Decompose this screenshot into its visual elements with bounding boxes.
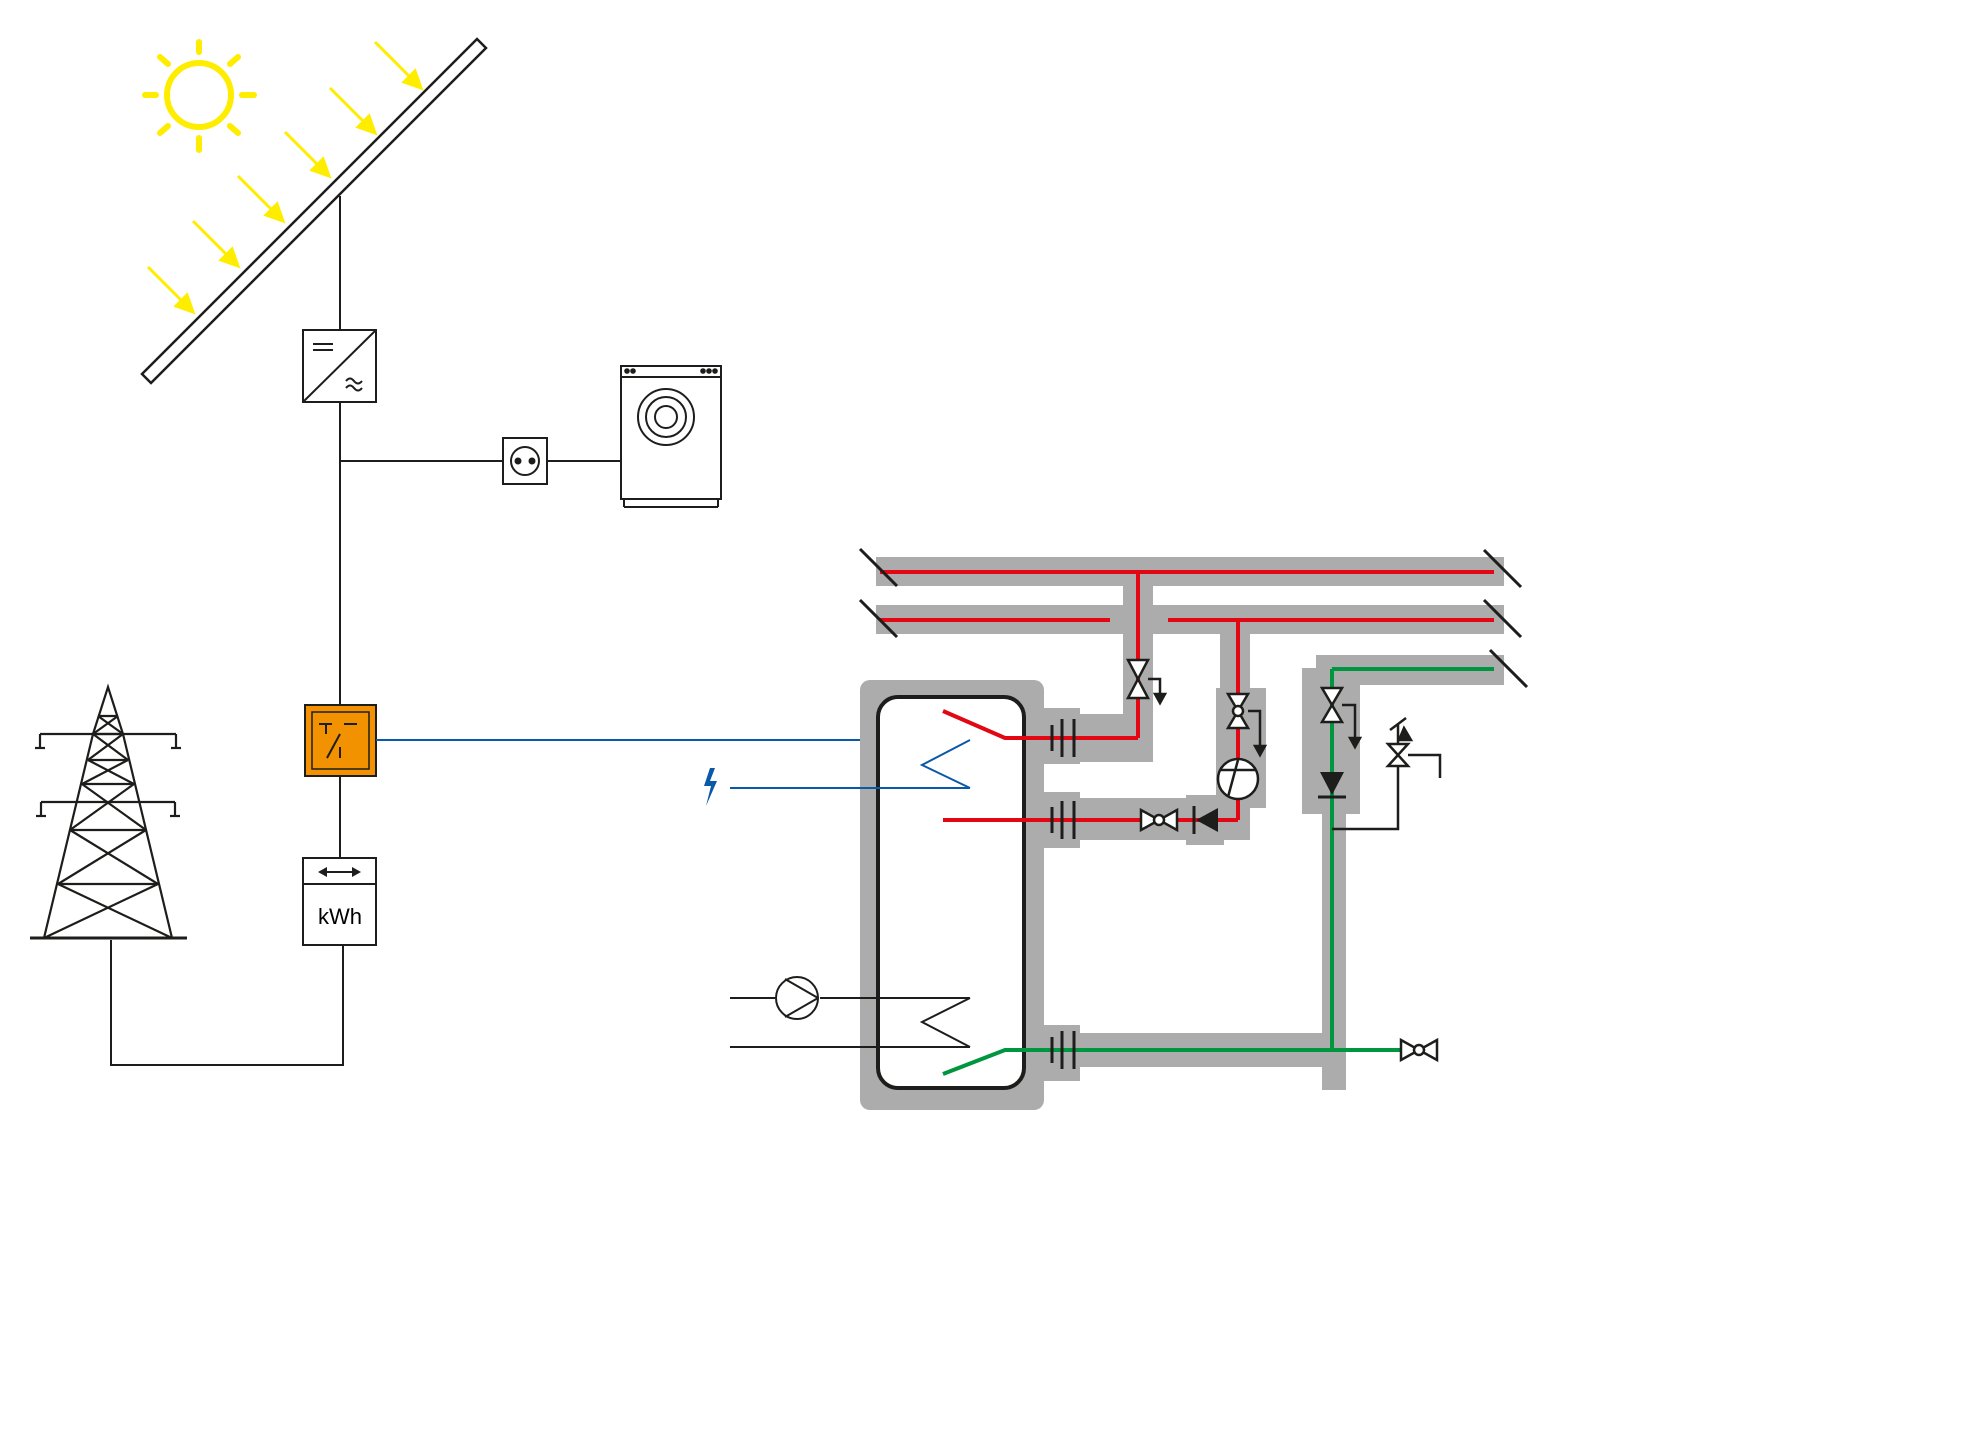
bidirectional-meter-icon: kWh bbox=[302, 857, 377, 946]
drain-valve-icon bbox=[1399, 1037, 1439, 1063]
cold-water-pipes bbox=[942, 667, 1494, 1076]
electric-heating-element bbox=[730, 739, 971, 789]
circulation-pump-icon bbox=[1216, 757, 1260, 801]
sunlight-arrows bbox=[146, 40, 424, 315]
lightning-icon bbox=[704, 768, 717, 806]
sun-icon bbox=[142, 39, 257, 153]
heat-exchanger-coil bbox=[730, 997, 971, 1048]
power-socket-icon bbox=[502, 437, 548, 485]
washing-machine-icon bbox=[620, 365, 722, 508]
solar-panel-icon bbox=[140, 37, 488, 385]
return-shutoff-valve-icon bbox=[1139, 807, 1179, 833]
electrical-wiring bbox=[110, 196, 621, 1066]
power-pylon-icon bbox=[30, 683, 187, 940]
cold-check-valve-icon bbox=[1318, 772, 1346, 799]
cold-inlet-valve-icon bbox=[1319, 686, 1363, 750]
coil-pump-icon bbox=[775, 976, 819, 1020]
circulation-valve-icon bbox=[1225, 692, 1268, 758]
inverter-icon bbox=[302, 329, 377, 403]
hot-supply-valve-icon bbox=[1125, 658, 1168, 706]
hot-water-pipes bbox=[880, 570, 1494, 822]
meter-unit-label: kWh bbox=[318, 904, 362, 929]
hot-water-tank-icon bbox=[876, 695, 1026, 1090]
safety-valve-icon bbox=[1332, 717, 1442, 831]
pipe-break-marks bbox=[858, 547, 1529, 689]
tank-connection-flanges bbox=[1050, 719, 1076, 1069]
switch-controller-icon bbox=[304, 704, 377, 777]
pv-hot-water-system-diagram: kWh bbox=[30, 37, 1529, 1110]
check-valve-icon bbox=[1192, 806, 1218, 834]
